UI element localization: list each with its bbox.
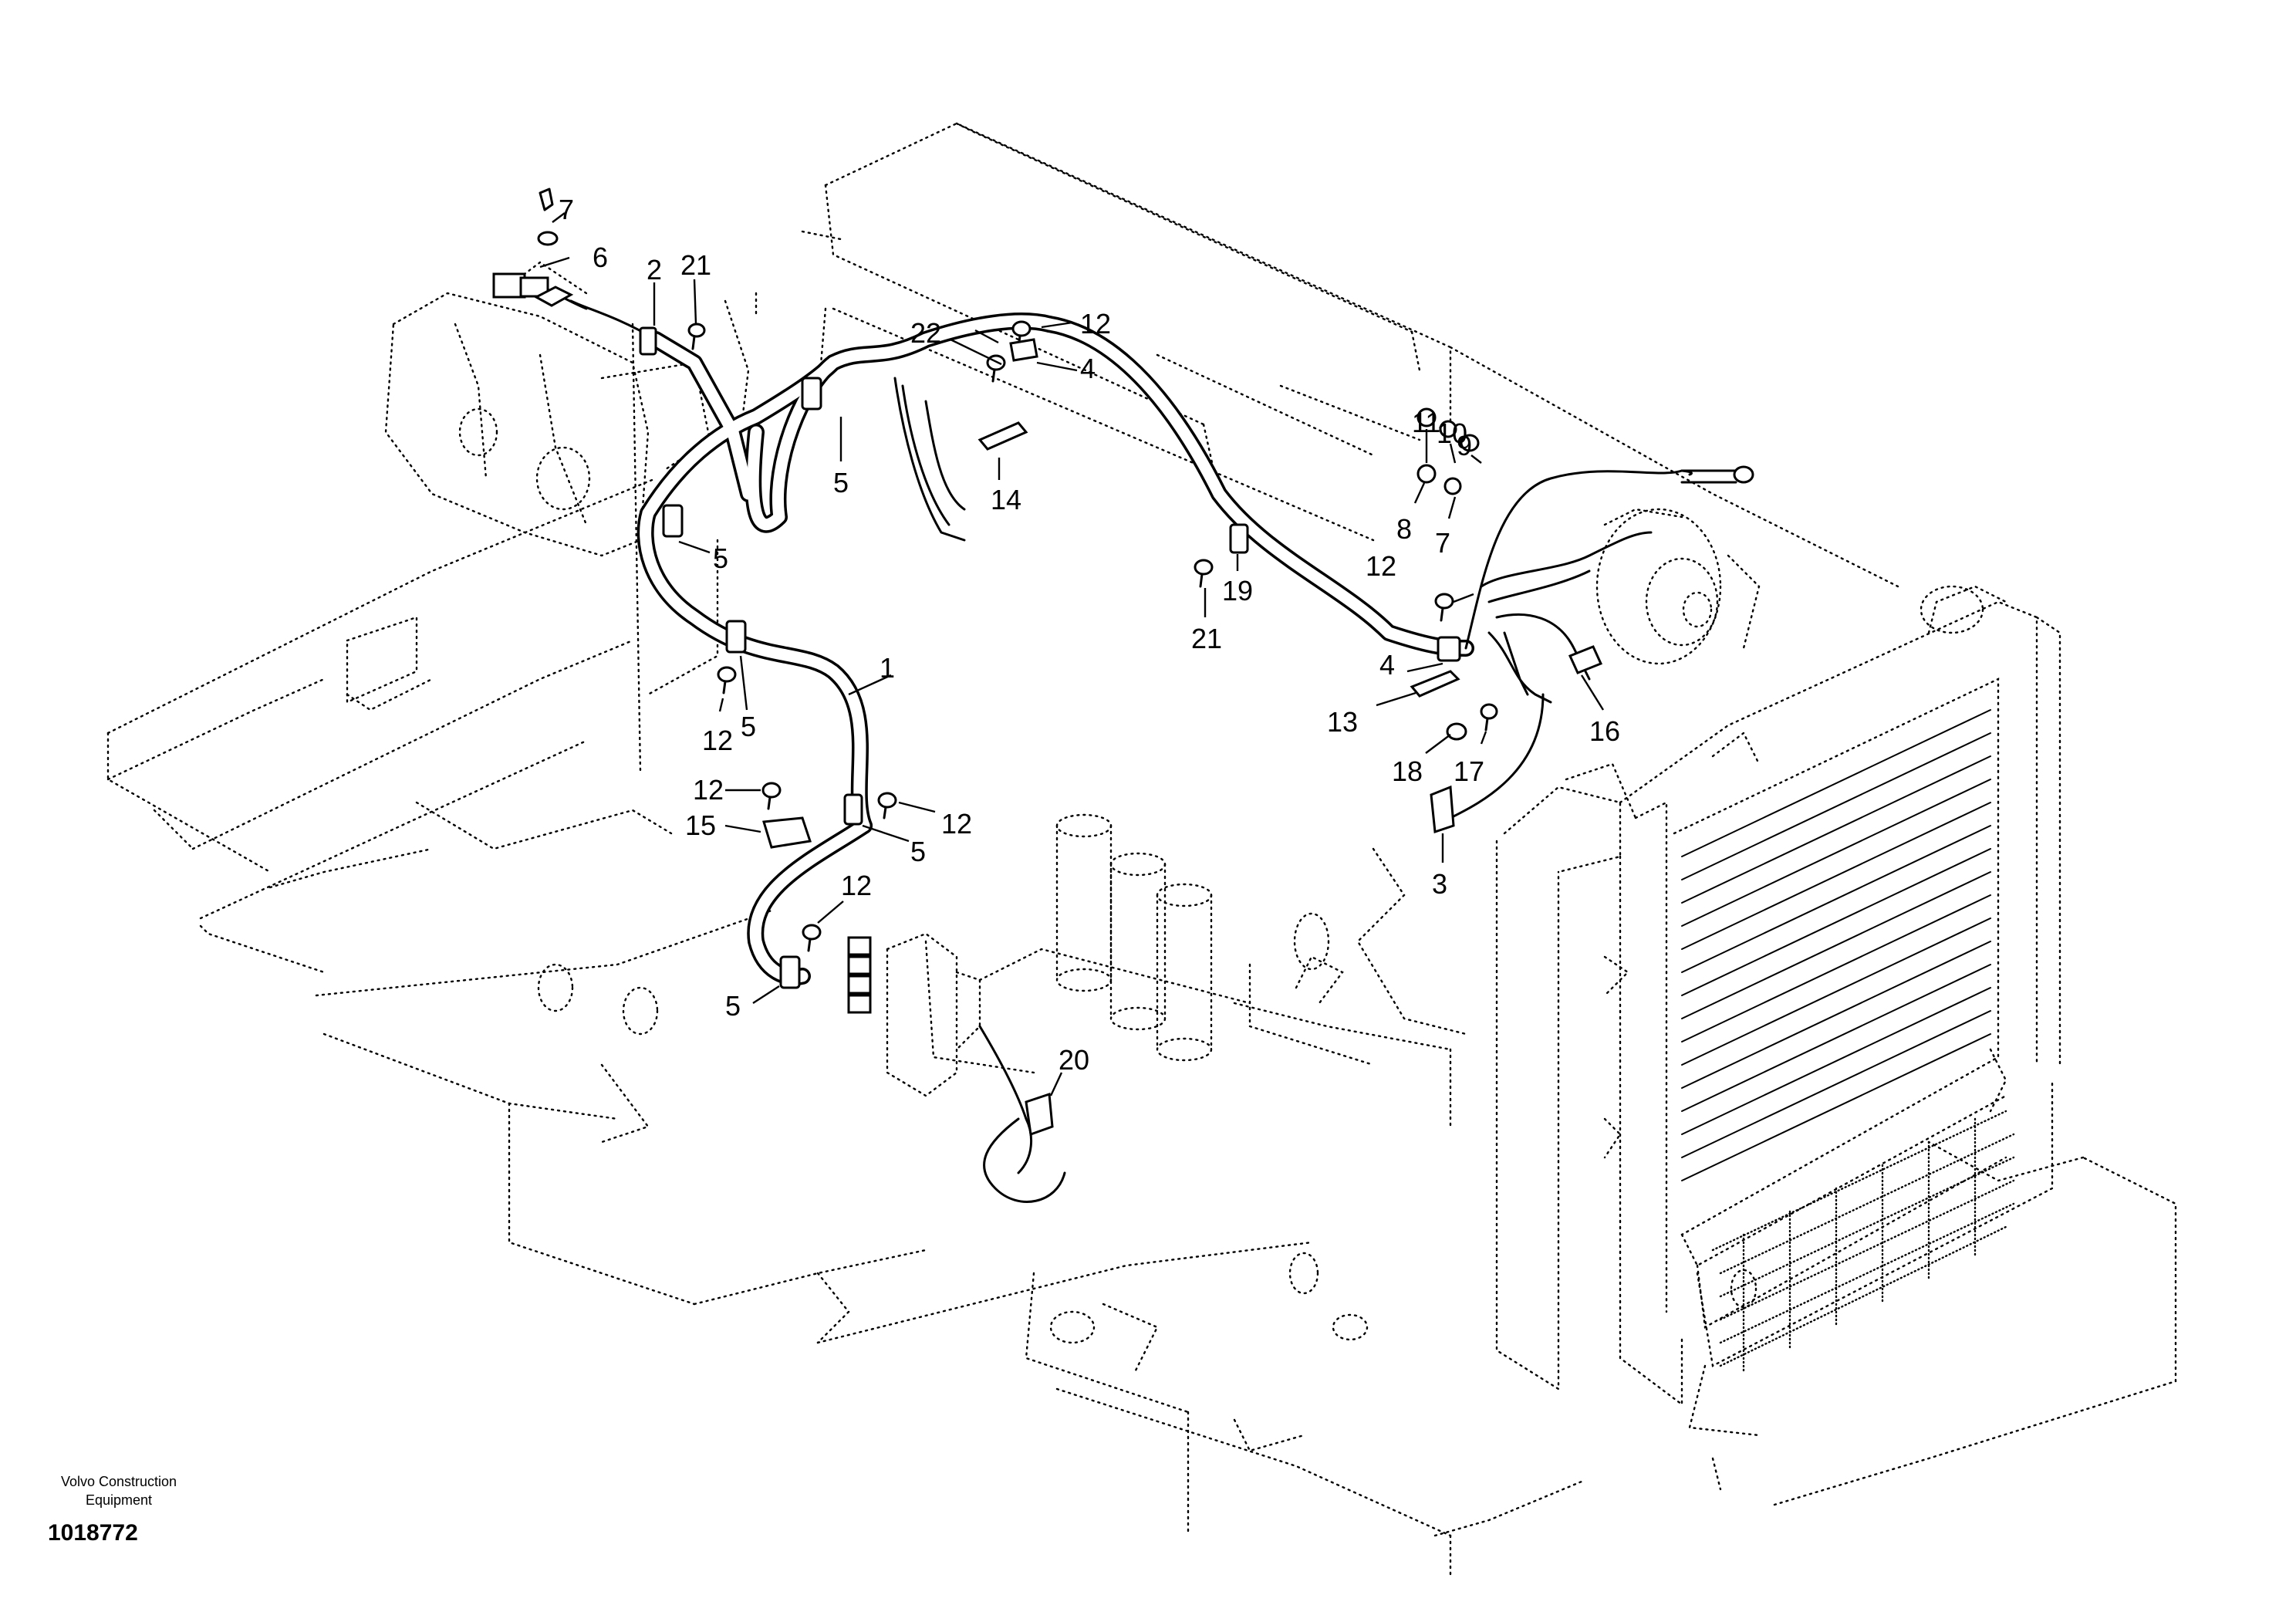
- callout-20: 20: [1059, 1044, 1089, 1076]
- callout-7-right: 7: [1435, 527, 1450, 559]
- connector-a: [847, 936, 872, 956]
- nut-11: [1416, 407, 1437, 427]
- callout-11: 11: [1412, 407, 1440, 438]
- nut-8: [1416, 464, 1437, 484]
- callout-12-c: 12: [941, 808, 972, 840]
- clamp-5-mid: [725, 620, 747, 654]
- clamp-5-lower: [843, 793, 863, 826]
- callout-1: 1: [880, 652, 895, 684]
- bolt-12-d: [802, 924, 822, 941]
- callout-12-d: 12: [841, 870, 872, 901]
- parts-solid: [492, 188, 1603, 1137]
- clamp-5-left: [662, 504, 684, 538]
- washer-7: [537, 231, 559, 246]
- callout-8: 8: [1396, 513, 1412, 545]
- washer-10: [1439, 420, 1457, 438]
- callout-14: 14: [991, 484, 1021, 515]
- callout-2: 2: [647, 254, 662, 286]
- callout-labels: 1 2 3 4 4 5 5 5 5 5 6 7 7 8 9 10 11 12 1…: [559, 194, 1620, 1076]
- ring-terminal: [1733, 465, 1754, 484]
- callout-5-top: 5: [833, 467, 849, 498]
- bracket-13: [1410, 670, 1460, 698]
- callout-17: 17: [1454, 755, 1484, 787]
- screw-7: [539, 188, 554, 211]
- callout-5-mid: 5: [741, 711, 756, 742]
- clamp-5-bottom: [779, 955, 801, 989]
- clamp-4-right: [1437, 636, 1461, 662]
- callout-21-mid: 21: [1191, 623, 1222, 654]
- drawing-number: 1018772: [48, 1520, 138, 1546]
- bolt-21-mid: [1194, 559, 1214, 576]
- bolt-12-a: [717, 666, 737, 683]
- wiring-harness: [539, 284, 1754, 1203]
- callout-18: 18: [1392, 755, 1423, 787]
- callout-5-bottom: 5: [725, 990, 741, 1022]
- bracket-16: [1568, 645, 1603, 674]
- callout-19: 19: [1222, 575, 1253, 607]
- connector-b: [847, 955, 872, 975]
- oil-cooler-mesh: [1711, 1110, 2015, 1375]
- callout-15: 15: [685, 809, 716, 841]
- washer-7b: [1443, 477, 1462, 495]
- radiator-core: [1681, 709, 1991, 1181]
- leader-lines: [539, 212, 1605, 1097]
- bracket-3: [1430, 785, 1455, 834]
- callout-16: 16: [1589, 715, 1620, 747]
- bolt-17: [1480, 703, 1498, 720]
- brand-line-1: Volvo Construction: [61, 1474, 177, 1489]
- washer-18: [1446, 722, 1467, 741]
- callout-13: 13: [1327, 706, 1358, 738]
- callout-22: 22: [910, 317, 941, 349]
- callout-12-top: 12: [1080, 308, 1111, 340]
- callout-12-b: 12: [693, 774, 724, 806]
- bolt-21-top: [687, 323, 706, 338]
- connector-c: [847, 975, 872, 995]
- callout-9: 9: [1457, 430, 1472, 461]
- callout-3: 3: [1432, 868, 1447, 900]
- bracket-6: [533, 286, 574, 307]
- callout-12-a: 12: [702, 725, 733, 756]
- callout-21-top: 21: [680, 249, 711, 281]
- callout-7-top: 7: [559, 194, 574, 225]
- callout-5-lower: 5: [910, 836, 926, 867]
- clamp-2: [639, 326, 657, 356]
- callout-6: 6: [593, 242, 608, 273]
- brand-line-2: Equipment: [86, 1492, 152, 1508]
- bracket-15: [762, 816, 812, 849]
- bolt-12-b: [761, 782, 782, 799]
- clamp-4-top: [1009, 338, 1038, 362]
- clamp-19: [1229, 523, 1249, 554]
- clamp-20: [1025, 1092, 1054, 1137]
- bolt-12-c: [877, 792, 897, 809]
- connector-d: [847, 994, 872, 1014]
- footer: Volvo Construction Equipment 1018772: [48, 1474, 177, 1546]
- bolt-12-right: [1434, 593, 1454, 610]
- callout-5-left: 5: [713, 542, 728, 574]
- background-frame: [106, 122, 2177, 1576]
- washer-9: [1460, 434, 1480, 452]
- clamp-5-top: [801, 377, 822, 411]
- callout-4-top: 4: [1080, 353, 1096, 384]
- callout-10: 10: [1437, 417, 1467, 449]
- bracket-14: [977, 421, 1028, 451]
- callout-12-right: 12: [1366, 550, 1396, 582]
- bolt-12-top: [1011, 320, 1032, 337]
- callout-4-right: 4: [1379, 649, 1395, 681]
